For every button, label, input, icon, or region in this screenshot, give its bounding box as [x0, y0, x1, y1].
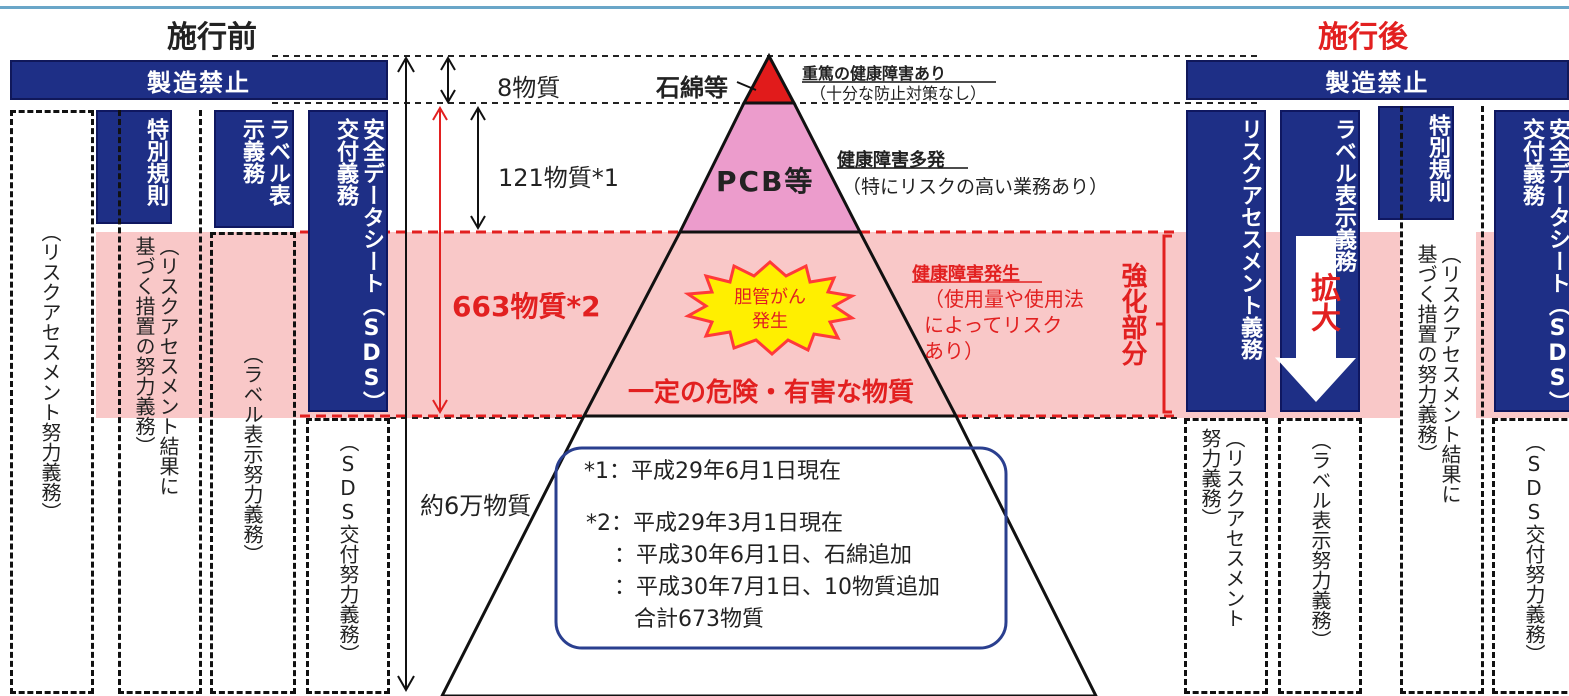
left-sds-effort-box: [306, 418, 390, 694]
tier3-note: （使用量や使用法 によってリスク あり）: [924, 287, 1084, 363]
left-label-effort-box: [210, 232, 296, 694]
tier4-count: 約6万物質: [420, 492, 532, 520]
header-after: 施行後: [1318, 20, 1408, 55]
tier3-count: 663物質*2: [452, 290, 601, 323]
tier2-name: PCB等: [716, 165, 815, 198]
tier1-effect: 重篤の健康障害あり: [802, 64, 947, 83]
right-sds-box: 安全データシート（SDS）交付義務: [1494, 110, 1569, 412]
right-sds-effort-text: （SDS交付努力義務）: [1522, 432, 1546, 664]
tier3-name: 一定の危険・有害な物質: [628, 378, 915, 408]
note-5: 合計673物質: [634, 607, 764, 632]
note-3: ：平成30年6月1日、石綿追加: [614, 543, 912, 568]
right-special-effort-text: （リスクアセスメント結果に 基づく措置の努力義務）: [1414, 244, 1462, 504]
tier2-note: （特にリスクの高い業務あり）: [842, 176, 1109, 198]
left-risk-effort-box: [10, 110, 94, 694]
left-risk-effort-text: （リスクアセスメント努力義務）: [38, 222, 62, 522]
left-special-effort-box: [118, 110, 202, 694]
top-border: [0, 0, 1569, 9]
tier3-effect: 健康障害発生: [912, 264, 1020, 285]
right-risk-effort-box: [1184, 418, 1268, 694]
tier2-effect: 健康障害多発: [837, 150, 945, 171]
right-special-box: 特別規則: [1378, 106, 1454, 220]
tier1-name: 石綿等: [656, 74, 728, 102]
left-special-effort-text: （リスクアセスメント結果に 基づく措置の努力義務）: [132, 236, 180, 496]
left-special-box: 特別規則: [96, 110, 172, 224]
right-label-effort-text: （ラベル表示努力義務）: [1308, 430, 1332, 650]
strengthen-label: 強化部分: [1117, 262, 1147, 366]
ban-band-after: 製造禁止: [1186, 60, 1569, 100]
expand-label: 拡大: [1305, 272, 1340, 332]
left-sds-effort-text: （SDS交付努力義務）: [336, 432, 360, 664]
tier3-burst-text: 胆管がん 発生: [734, 287, 806, 332]
expand-arrow-icon: [1276, 236, 1356, 404]
left-label-effort-text: （ラベル表示努力義務）: [240, 344, 264, 564]
tier1-note: （十分な防止対策なし）: [810, 84, 987, 103]
right-risk-box: リスクアセスメント義務: [1186, 110, 1266, 412]
right-risk-effort-text: （リスクアセスメント 努力義務）: [1198, 428, 1246, 628]
tier1-count: 8物質: [497, 74, 561, 102]
left-label-box: ラベル表示義務: [214, 110, 294, 228]
left-sds-box: 安全データシート（SDS）交付義務: [308, 110, 388, 412]
right-label-effort-box: [1278, 418, 1362, 694]
note-4: ：平成30年7月1日、10物質追加: [614, 575, 940, 600]
right-sds-effort-box: [1492, 418, 1569, 694]
header-before: 施行前: [167, 20, 257, 55]
right-special-effort-box: [1400, 106, 1484, 694]
note-1: *1：平成29年6月1日現在: [584, 459, 841, 484]
note-2: *2：平成29年3月1日現在: [586, 511, 843, 536]
tier2-count: 121物質*1: [498, 164, 620, 192]
ban-band-before: 製造禁止: [10, 60, 388, 100]
